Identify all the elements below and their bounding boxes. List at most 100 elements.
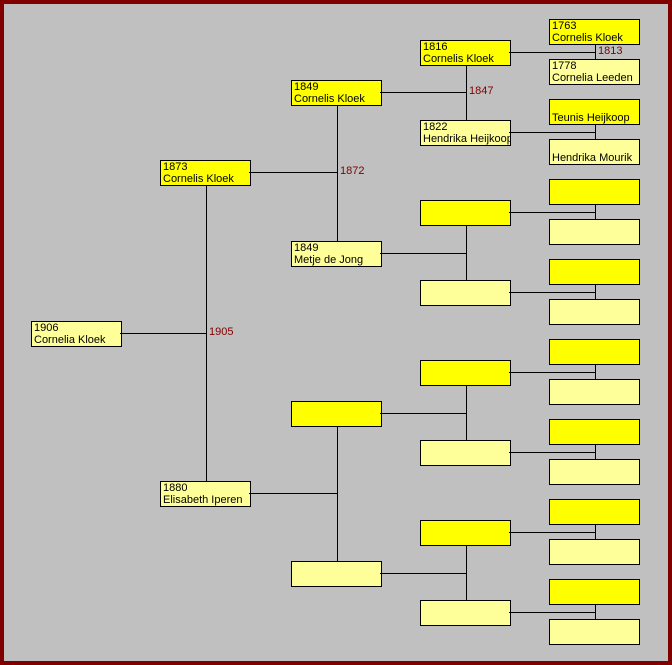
connector-line	[595, 604, 596, 619]
person-box[interactable]	[420, 600, 511, 626]
person-box[interactable]	[549, 219, 640, 245]
person-box[interactable]	[549, 579, 640, 605]
person-name	[423, 373, 510, 385]
connector-line	[595, 524, 596, 539]
person-box[interactable]	[549, 459, 640, 485]
connector-line	[120, 333, 206, 334]
connector-line	[380, 413, 466, 414]
person-name	[552, 272, 639, 284]
birth-year	[423, 441, 510, 453]
person-name	[423, 293, 510, 305]
connector-line	[595, 124, 596, 139]
connector-line	[337, 105, 338, 241]
connector-line	[380, 573, 466, 574]
person-name: Hendrika Heijkoop	[423, 133, 511, 145]
marriage-year: 1872	[340, 165, 365, 177]
person-box[interactable]	[549, 499, 640, 525]
birth-year	[552, 180, 639, 192]
connector-line	[595, 204, 596, 219]
person-name: Teunis Heijkoop	[552, 112, 630, 124]
connector-line	[509, 212, 595, 213]
marriage-year: 1847	[469, 85, 494, 97]
connector-line	[595, 444, 596, 459]
person-name	[552, 592, 639, 604]
birth-year: 1816	[423, 41, 448, 53]
person-name: Elisabeth Iperen	[163, 494, 243, 506]
connector-line	[380, 92, 466, 93]
person-box[interactable]	[549, 539, 640, 565]
person-box[interactable]	[420, 520, 511, 546]
person-name	[423, 213, 510, 225]
person-box[interactable]	[291, 401, 382, 427]
person-name	[552, 632, 639, 644]
connector-line	[509, 532, 595, 533]
person-box[interactable]	[420, 440, 511, 466]
person-name	[552, 512, 639, 524]
connector-line	[595, 364, 596, 379]
birth-year	[423, 201, 510, 213]
person-box[interactable]	[549, 339, 640, 365]
connector-line	[466, 65, 467, 120]
connector-line	[509, 52, 595, 53]
person-box[interactable]: Teunis Heijkoop	[549, 99, 640, 125]
person-name	[552, 192, 639, 204]
person-name	[552, 552, 639, 564]
birth-year	[423, 601, 510, 613]
person-box[interactable]	[291, 561, 382, 587]
connector-line	[206, 185, 207, 481]
person-box[interactable]	[549, 259, 640, 285]
connector-line	[466, 385, 467, 440]
person-box[interactable]	[549, 379, 640, 405]
connector-line	[509, 612, 595, 613]
connector-line	[509, 132, 595, 133]
person-box[interactable]: Hendrika Mourik	[549, 139, 640, 165]
birth-year	[552, 460, 639, 472]
person-name	[423, 533, 510, 545]
person-name	[552, 352, 639, 364]
birth-year: 1873	[163, 161, 188, 173]
person-name	[423, 613, 510, 625]
person-box[interactable]	[549, 619, 640, 645]
connector-line	[249, 493, 337, 494]
person-name: Cornelis Kloek	[163, 173, 234, 185]
birth-year: 1849	[294, 242, 319, 254]
birth-year	[423, 521, 510, 533]
person-box[interactable]	[549, 419, 640, 445]
birth-year: 1763	[552, 20, 577, 32]
person-name: Metje de Jong	[294, 254, 364, 266]
person-box[interactable]	[549, 179, 640, 205]
person-name: Hendrika Mourik	[552, 152, 633, 164]
person-name	[294, 574, 381, 586]
birth-year	[552, 580, 639, 592]
birth-year: 1822	[423, 121, 448, 133]
birth-year	[423, 281, 510, 293]
person-box[interactable]	[420, 200, 511, 226]
person-box[interactable]	[420, 280, 511, 306]
birth-year	[552, 300, 639, 312]
marriage-year: 1813	[598, 45, 623, 57]
connector-line	[380, 253, 466, 254]
connector-line	[509, 372, 595, 373]
person-box[interactable]	[420, 360, 511, 386]
birth-year	[552, 260, 639, 272]
person-name	[552, 472, 639, 484]
person-name: Cornelis Kloek	[294, 93, 365, 105]
connector-line	[249, 172, 337, 173]
connector-line	[509, 452, 595, 453]
birth-year	[552, 380, 639, 392]
person-name	[552, 232, 639, 244]
person-box[interactable]	[549, 299, 640, 325]
birth-year	[552, 220, 639, 232]
birth-year	[552, 340, 639, 352]
connector-line	[337, 426, 338, 561]
